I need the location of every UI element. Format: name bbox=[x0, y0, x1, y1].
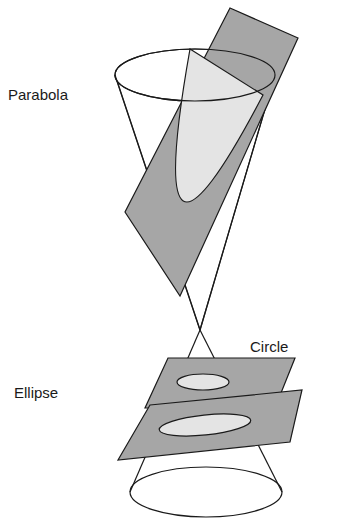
circle-section bbox=[177, 374, 229, 390]
ellipse-plane bbox=[118, 390, 302, 460]
cone-rim-front bbox=[115, 75, 275, 101]
parabola-plane bbox=[125, 8, 298, 296]
cone-base bbox=[130, 467, 282, 517]
ellipse-section bbox=[158, 410, 252, 440]
section-label: Parabola bbox=[6, 86, 70, 104]
cone-rim-back bbox=[115, 49, 275, 75]
parabola-curve bbox=[176, 49, 263, 202]
section-label: Ellipse bbox=[12, 384, 60, 402]
section-label: Circle bbox=[248, 338, 290, 356]
